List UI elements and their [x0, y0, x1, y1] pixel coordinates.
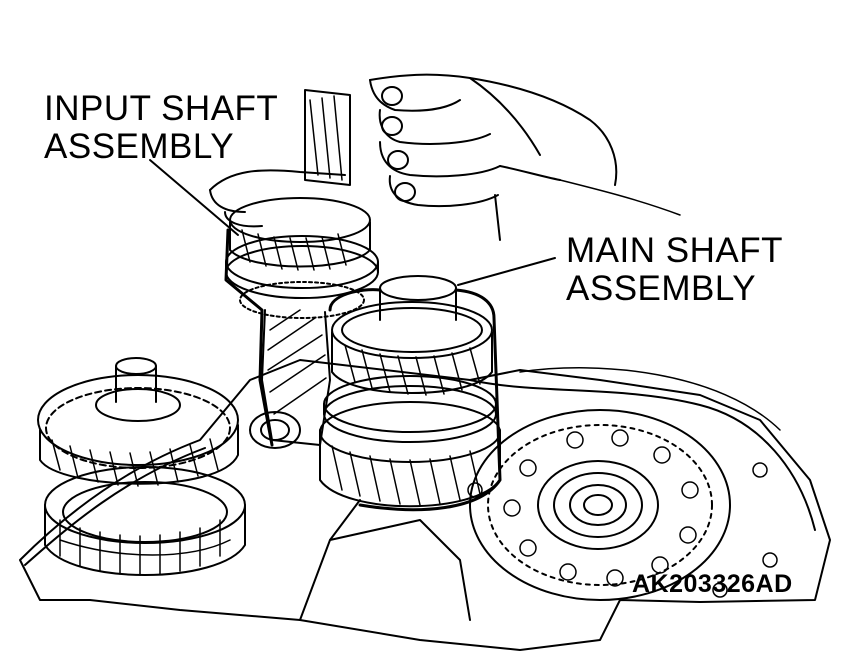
main-shaft-leader	[457, 257, 556, 286]
input-shaft-label-line2: ASSEMBLY	[44, 127, 235, 166]
figure-id: AK203326AD	[632, 570, 793, 598]
left-countershaft-gear	[37, 357, 246, 576]
input-shaft-gear-stack	[224, 89, 379, 449]
input-shaft-label-line1: INPUT SHAFT	[44, 89, 279, 128]
label-leader-lines	[149, 159, 556, 286]
main-shaft-gear-stack	[319, 275, 502, 512]
transmission-case	[19, 359, 831, 651]
technician-hands	[209, 73, 681, 241]
input-shaft-assembly-label: INPUT SHAFT ASSEMBLY	[44, 90, 278, 166]
main-shaft-assembly-label: MAIN SHAFT ASSEMBLY	[566, 232, 783, 308]
main-shaft-label-line2: ASSEMBLY	[566, 269, 757, 308]
differential-ring-gear	[467, 409, 778, 601]
main-shaft-label-line1: MAIN SHAFT	[566, 231, 783, 270]
input-shaft-leader	[149, 159, 239, 236]
